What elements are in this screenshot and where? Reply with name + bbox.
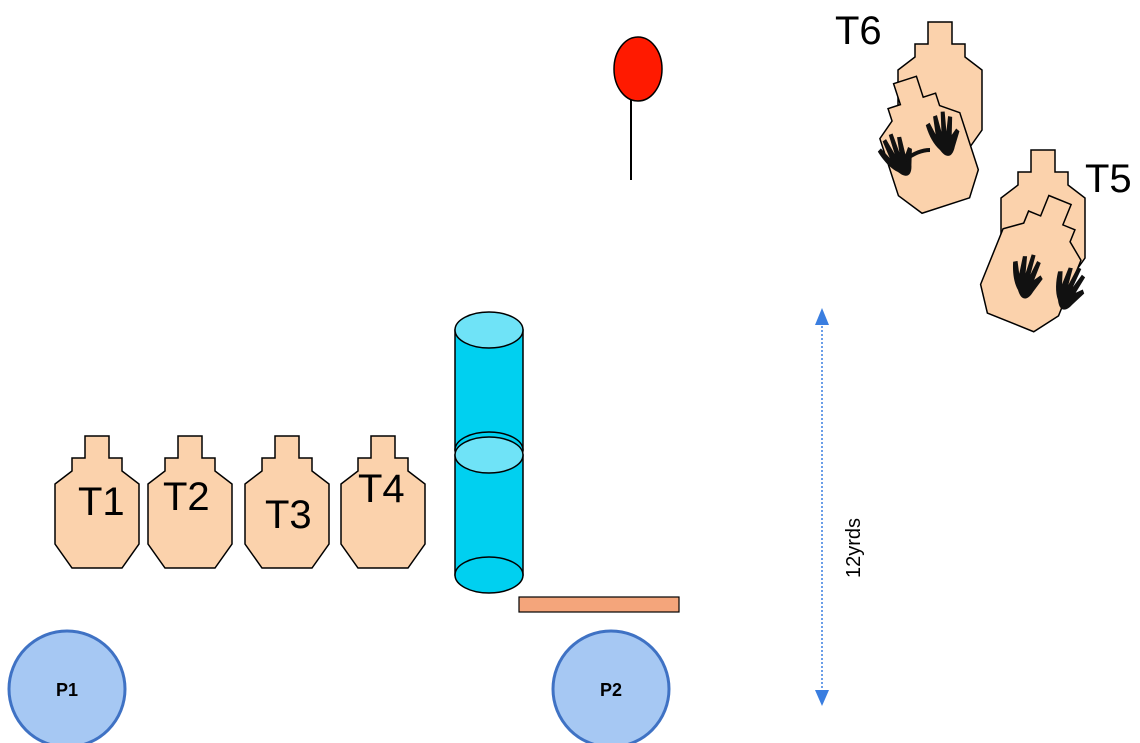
target-label-t6: T6 bbox=[835, 9, 882, 53]
position-label-p1: P1 bbox=[56, 680, 78, 700]
shooting-position-p2: P2 bbox=[551, 629, 671, 743]
popper-icon bbox=[613, 36, 663, 180]
shooting-position-p1: P1 bbox=[7, 629, 127, 743]
fault-line bbox=[518, 596, 680, 613]
target-t4: T4 bbox=[340, 435, 426, 569]
distance-label: 12yrds bbox=[843, 518, 865, 578]
target-label-t5: T5 bbox=[1085, 157, 1132, 201]
distance-arrow bbox=[815, 308, 829, 706]
target-t1: T1 bbox=[54, 435, 140, 569]
target-label-t1: T1 bbox=[78, 480, 125, 524]
target-t2: T2 bbox=[147, 435, 233, 569]
hand-icon bbox=[877, 111, 960, 176]
position-label-p2: P2 bbox=[600, 680, 622, 700]
hand-icon bbox=[1012, 254, 1086, 310]
target-t3: T3 bbox=[244, 435, 330, 569]
target-label-t2: T2 bbox=[163, 475, 210, 519]
barrel-icon bbox=[454, 436, 524, 594]
target-label-t4: T4 bbox=[358, 467, 405, 511]
target-t5: T5 bbox=[970, 149, 1132, 339]
target-label-t3: T3 bbox=[265, 493, 312, 537]
target-t6: T6 bbox=[835, 9, 987, 220]
